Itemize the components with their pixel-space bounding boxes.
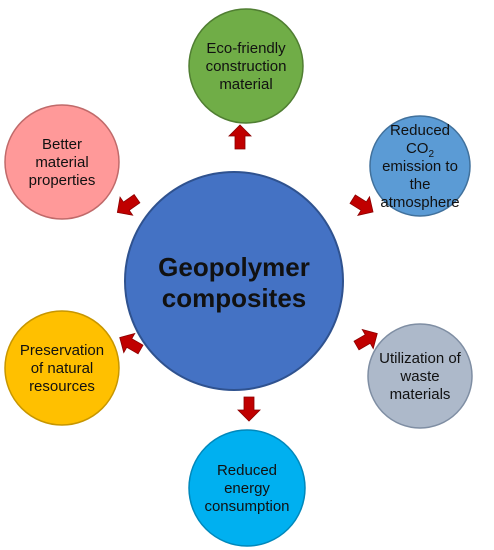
node-label-line: Preservation <box>20 342 104 359</box>
node-label-line: CO2 <box>406 140 435 160</box>
arrows-layer <box>116 124 378 422</box>
node-label-line: waste <box>399 368 439 385</box>
node-label-line: consumption <box>204 498 289 515</box>
node-label-line: material <box>219 76 272 93</box>
node-circle <box>369 115 471 217</box>
node-label-line: Eco-friendly <box>206 40 286 57</box>
node-label-line: Reduced <box>217 462 277 479</box>
node-label-line: emission to <box>382 158 458 175</box>
node-label-line: energy <box>224 480 270 497</box>
node-label-line: of natural <box>31 360 94 377</box>
arrow-preservation <box>119 332 144 355</box>
node-label-line: resources <box>29 378 95 395</box>
arrow-eco-friendly <box>228 124 252 150</box>
arrow-reduced-energy <box>237 396 261 422</box>
arrow-better-properties <box>116 194 141 216</box>
node-label-line: Reduced <box>390 122 450 139</box>
node-circle <box>4 104 120 220</box>
node-label-line: construction <box>206 58 287 75</box>
node-label-line: the <box>410 176 431 193</box>
node-circle <box>367 323 473 429</box>
node-label-line: material <box>35 154 88 171</box>
node-label-line: atmosphere <box>380 194 459 211</box>
node-label-line: Better <box>42 136 82 153</box>
node-circle <box>188 8 304 124</box>
benefit-nodes: Eco-friendlyconstructionmaterialReducedC… <box>4 8 473 547</box>
center-label-line: composites <box>162 283 307 313</box>
node-circle <box>4 310 120 426</box>
arrow-reduced-co2 <box>349 194 374 216</box>
center-label-line: Geopolymer <box>158 252 310 282</box>
node-label-line: Utilization of <box>379 350 462 367</box>
node-label-line: properties <box>29 172 96 189</box>
arrow-utilization-waste <box>353 328 378 351</box>
node-label-line: materials <box>390 386 451 403</box>
node-circle <box>188 429 306 547</box>
center-circle-shape <box>124 171 344 391</box>
